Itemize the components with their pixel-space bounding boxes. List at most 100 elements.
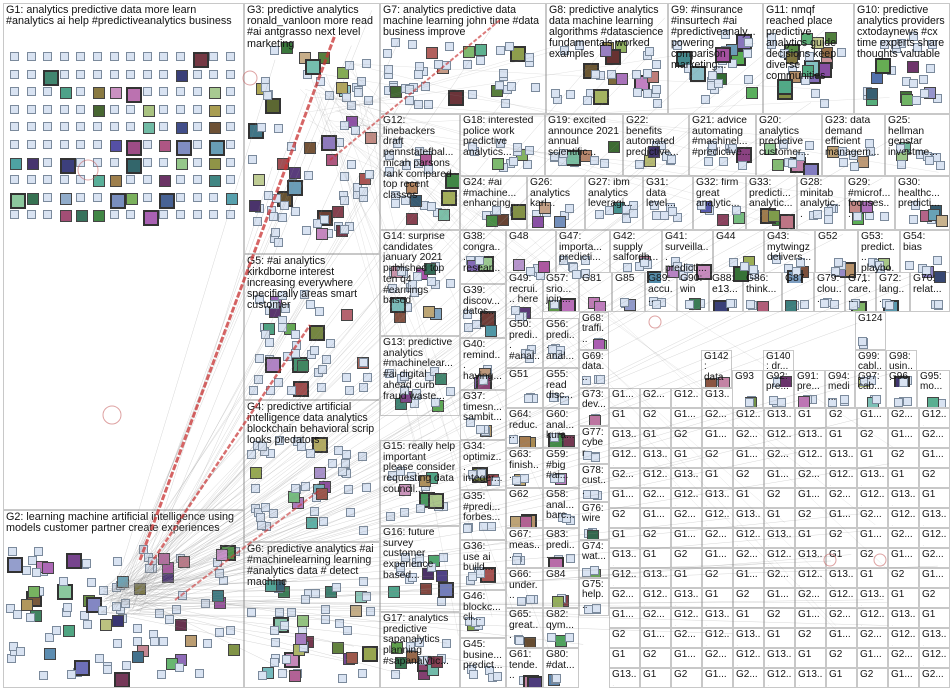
group-label-g95: G95: mo... [920, 372, 947, 406]
small-group-label: G12... [612, 570, 637, 586]
small-group-label: G2... [643, 490, 668, 506]
small-group-label: G1 [612, 530, 637, 546]
group-label-g37: G37: timesn... sambit... [463, 392, 503, 438]
small-group-label: G2... [767, 570, 792, 586]
small-group-box: G2 [702, 568, 733, 588]
small-group-box: G1 [733, 608, 764, 628]
group-box-g1: G1: analytics predictive data more learn… [3, 3, 244, 510]
group-label-g39: G39: discov... datos... [463, 286, 503, 336]
group-label-g72: G72: lang... [879, 274, 907, 310]
group-label-g11: G11: nmqf reached place predictive analy… [766, 5, 851, 112]
small-group-box: G1 [888, 468, 919, 488]
group-label-g36: G36: use ai build... [463, 542, 503, 588]
small-group-label: G1 [891, 590, 916, 606]
group-box-g96: G96 [886, 370, 917, 408]
small-group-label: G1... [860, 650, 885, 666]
group-box-g78: G78: cust... [579, 464, 609, 502]
small-group-box: G12... [919, 648, 950, 668]
small-group-label: G2 [829, 530, 854, 546]
group-label-g64: G64: reduc... [509, 410, 540, 446]
small-group-label: G12... [829, 590, 854, 606]
group-box-g22: G22: benefits automated predictive... [623, 114, 689, 176]
small-group-box: G2... [671, 628, 702, 648]
group-box-g39: G39: discov... datos... [460, 284, 506, 338]
small-group-label: G13... [767, 650, 792, 666]
small-group-box: G2... [826, 488, 857, 508]
group-label-g19: G19: excited announce 2021 annual scient… [548, 116, 620, 174]
small-group-box: G1 [609, 528, 640, 548]
small-group-label: G1 [829, 430, 854, 446]
small-group-label: G2... [674, 510, 699, 526]
small-group-box: G2... [919, 548, 950, 568]
small-group-label: G2 [798, 510, 823, 526]
group-label-g20: G20: analytics predictive customer... [759, 116, 819, 174]
small-group-label: G12... [922, 410, 947, 426]
group-box-g90: G90: win [677, 272, 709, 312]
small-group-label: G2 [674, 550, 699, 566]
small-group-label: G13... [767, 530, 792, 546]
small-group-label: G12... [612, 450, 637, 466]
small-group-label: G1... [798, 490, 823, 506]
small-group-box: G12... [857, 488, 888, 508]
group-label-g17: G17: analytics predictive sapanalytics p… [383, 614, 457, 686]
group-label-g66: G66: under... [509, 570, 540, 606]
small-group-box: G1... [733, 448, 764, 468]
small-group-label: G1 [798, 650, 823, 666]
small-group-box: G1... [671, 408, 702, 428]
group-label-g92: G92: pre... [766, 372, 791, 406]
small-group-label: G1 [643, 550, 668, 566]
small-group-box: G1 [919, 488, 950, 508]
group-box-g29: G29: #microf... focuses... [845, 176, 895, 230]
group-label-g38: G38: congra... resear... [463, 232, 503, 282]
small-group-box: G1 [888, 588, 919, 608]
small-group-label: G2 [860, 670, 885, 686]
small-group-box: G12... [888, 628, 919, 648]
small-group-box: G1 [795, 528, 826, 548]
small-group-label: G1... [612, 390, 637, 406]
small-group-label: G2 [860, 550, 885, 566]
small-group-label: G1 [891, 470, 916, 486]
group-box-g7: G7: analytics predictive data machine le… [380, 3, 546, 114]
group-box-g33: G33: predicti... analytic... [746, 176, 797, 230]
group-label-g142: G142: data [704, 352, 729, 386]
group-label-g62: G62 [509, 490, 540, 526]
group-label-g74: G74: wat... [582, 542, 606, 576]
small-group-box: G2 [733, 468, 764, 488]
group-box-g142: G142: data [701, 350, 732, 388]
small-group-label: G2 [860, 430, 885, 446]
small-group-box: G13... [764, 408, 795, 428]
group-box-g94: G94: medi... [825, 370, 855, 408]
group-label-g34: G34: optimiz... integer... [463, 442, 503, 488]
group-box-g55: G55: read disc... [543, 368, 579, 408]
small-group-box: G12... [671, 488, 702, 508]
group-box-g17: G17: analytics predictive sapanalytics p… [380, 612, 460, 688]
group-label-g83: G83: predi... [546, 530, 576, 566]
group-label-g6: G6: predictive analytics #ai #machinelea… [247, 544, 377, 686]
small-group-box: G12... [640, 468, 671, 488]
small-group-label: G2 [922, 470, 947, 486]
small-group-box: G2... [919, 428, 950, 448]
group-label-g90: G90: win [680, 274, 706, 310]
group-label-g7: G7: analytics predictive data machine le… [383, 5, 543, 112]
small-group-box: G2... [733, 548, 764, 568]
small-group-box: G1 [795, 648, 826, 668]
small-group-box: G13... [702, 488, 733, 508]
small-group-box: G2... [919, 668, 950, 688]
group-label-g81: G81 [582, 274, 609, 310]
small-group-label: G2 [612, 630, 637, 646]
small-group-box: G2... [857, 628, 888, 648]
group-label-g18: G18: interested police work predictive a… [463, 116, 542, 174]
small-group-box: G1... [795, 608, 826, 628]
group-box-g63: G63: finish... [506, 448, 543, 488]
group-label-g46: G46: blockc... cli... [463, 592, 503, 636]
small-group-label: G1... [736, 570, 761, 586]
small-group-box: G12... [671, 608, 702, 628]
small-group-box: G13... [795, 548, 826, 568]
group-box-g76: G76: wire [579, 502, 609, 540]
group-box-g40: G40: remind... having... [460, 338, 506, 390]
small-group-label: G1... [674, 650, 699, 666]
group-box-g32: G32: firm great analytic... [693, 176, 746, 230]
small-group-box: G2 [826, 408, 857, 428]
small-group-box: G12... [702, 628, 733, 648]
